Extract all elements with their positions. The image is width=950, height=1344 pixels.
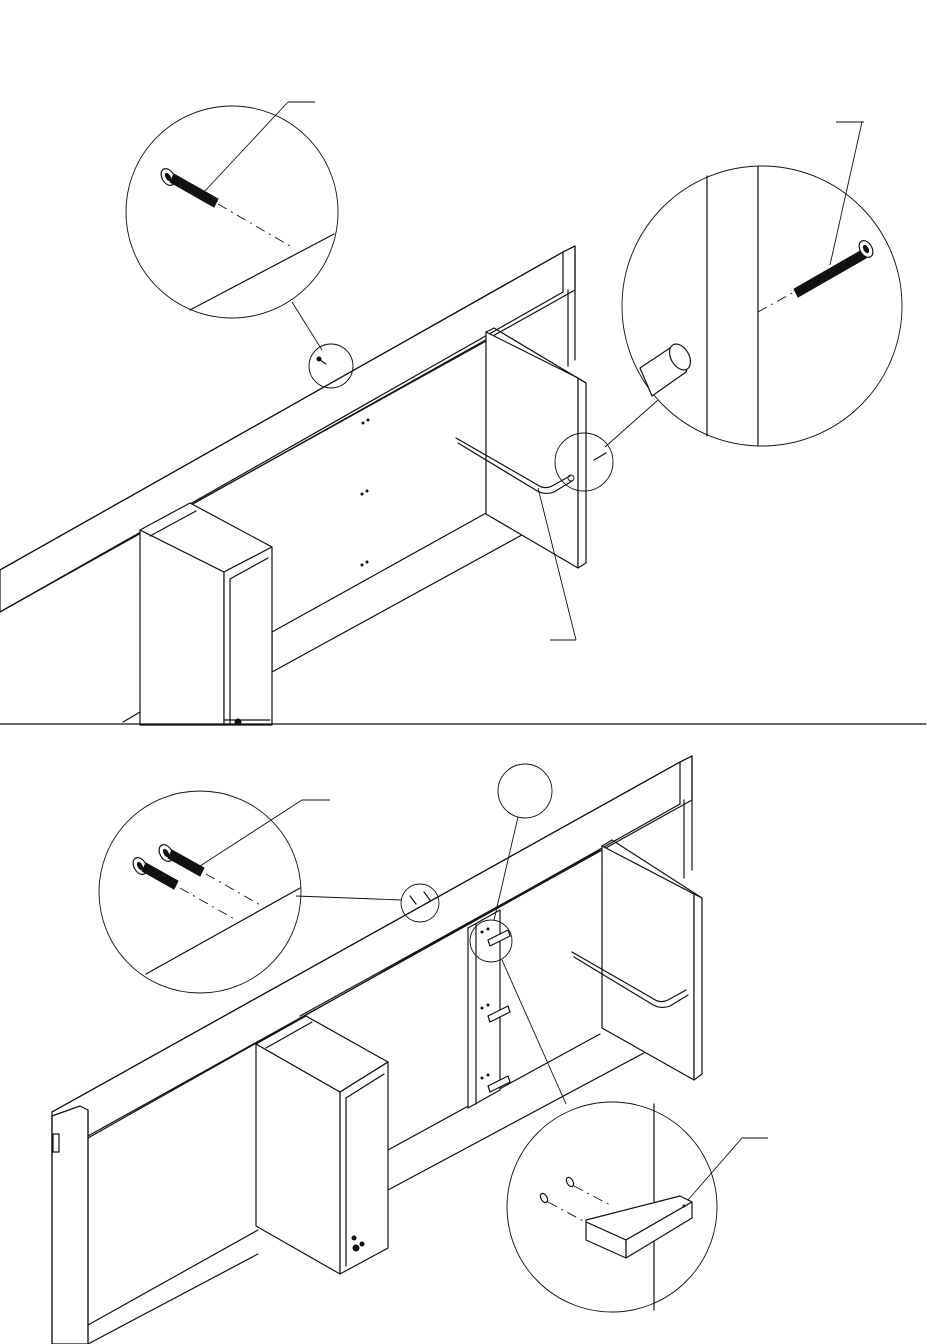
shelf-support-bracket [586, 1196, 692, 1258]
side-panel-right-lower [602, 840, 702, 1080]
dowel-screw-detail [622, 122, 902, 446]
step-lower [52, 756, 768, 1344]
long-screw-detail [126, 102, 338, 350]
dowel-holes [361, 419, 369, 566]
lower-rail [272, 512, 540, 672]
step-upper [0, 102, 902, 725]
dowel-screw [794, 238, 876, 297]
screw-marker-rail [309, 344, 353, 388]
side-panel-right [486, 328, 586, 568]
vertical-divider [468, 910, 510, 1108]
left-post [52, 1106, 88, 1344]
drawer-box-upper [123, 503, 272, 725]
screw-a [156, 842, 204, 876]
drawer-box-lower [256, 1016, 388, 1274]
shelf-support-detail [507, 1102, 768, 1312]
